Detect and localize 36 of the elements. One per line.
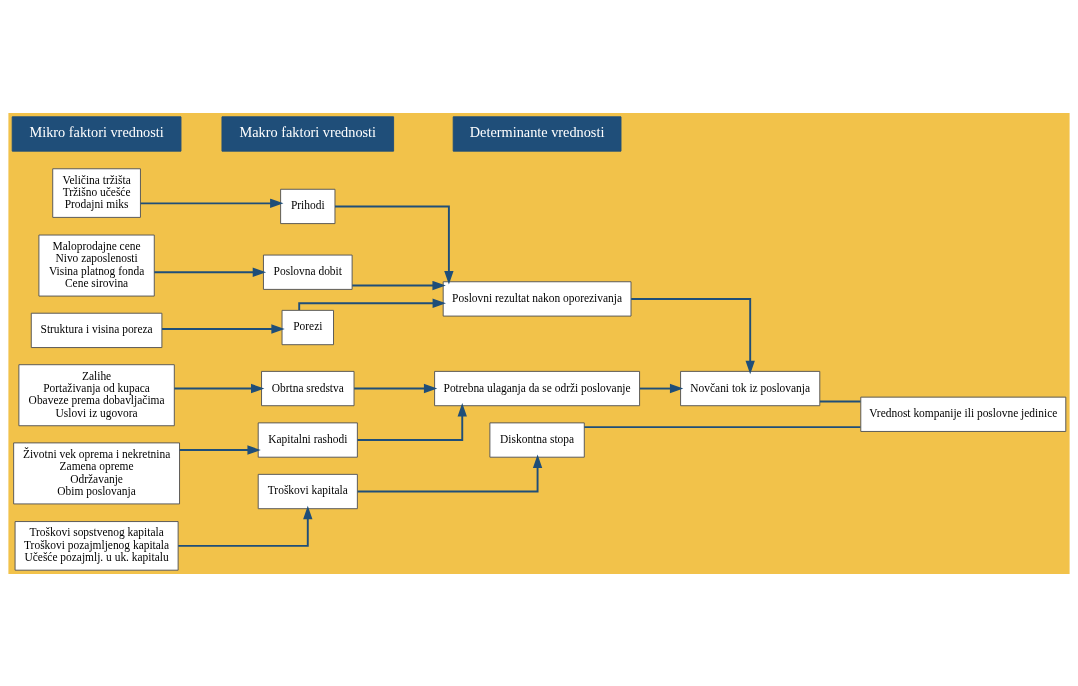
node-box: Prihodi [280, 188, 336, 224]
node-box: Poslovni rezultat nakon oporezivanja [442, 280, 632, 317]
node-box: Maloprodajne cene Nivo zaposlenosti Visina platnog fonda Cene sirovina [38, 234, 155, 297]
connector [819, 399, 862, 402]
arrow [153, 267, 267, 277]
node-box: Porezi [281, 309, 334, 345]
arrow [356, 454, 543, 492]
connector [583, 425, 862, 428]
arrow [298, 298, 446, 311]
arrow [173, 383, 265, 393]
node-box: Poslovna dobit [262, 254, 353, 290]
arrow [334, 205, 454, 284]
node-box: Makro faktori vrednosti [221, 115, 395, 152]
arrow [356, 402, 467, 441]
arrow [139, 198, 284, 208]
node-box: Vrednost kompanije ili poslovne jedinice [860, 396, 1067, 432]
node-box: Potrebna ulaganja da se održi poslovanje [434, 370, 641, 406]
node-box: Troškovi kapitala [257, 473, 358, 509]
node-box: Zalihe Portaživanja od kupaca Obaveze prema dobavljačima Uslovi iz ugovora [18, 363, 175, 426]
node-box: Diskontna stopa [489, 421, 585, 458]
node-box: Kapitalni rashodi [257, 421, 358, 458]
arrow [178, 444, 261, 455]
node-box: Struktura i visina poreza [30, 312, 163, 348]
node-box: Troškovi sopstvenog kapitala Troškovi pozajmljenog kapitala Učešće pozajmlj. u uk. kapitalu [14, 520, 179, 571]
arrow [161, 323, 285, 334]
arrow [353, 383, 438, 393]
node-box: Životni vek oprema i nekretnina Zamena opreme Održavanje Obim poslovanja [13, 441, 180, 504]
node-box: Mikro faktori vrednosti [11, 115, 182, 152]
arrow [177, 505, 313, 547]
node-box: Novčani tok iz poslovanja [680, 370, 821, 406]
node-box: Veličina tržišta Tržišno učešće Prodajni miks [52, 167, 141, 218]
node-box: Obrtna sredstva [261, 370, 355, 406]
node-box: Determinante vrednosti [452, 115, 622, 152]
arrow [630, 297, 755, 374]
arrow [351, 280, 446, 290]
arrow [638, 383, 684, 393]
